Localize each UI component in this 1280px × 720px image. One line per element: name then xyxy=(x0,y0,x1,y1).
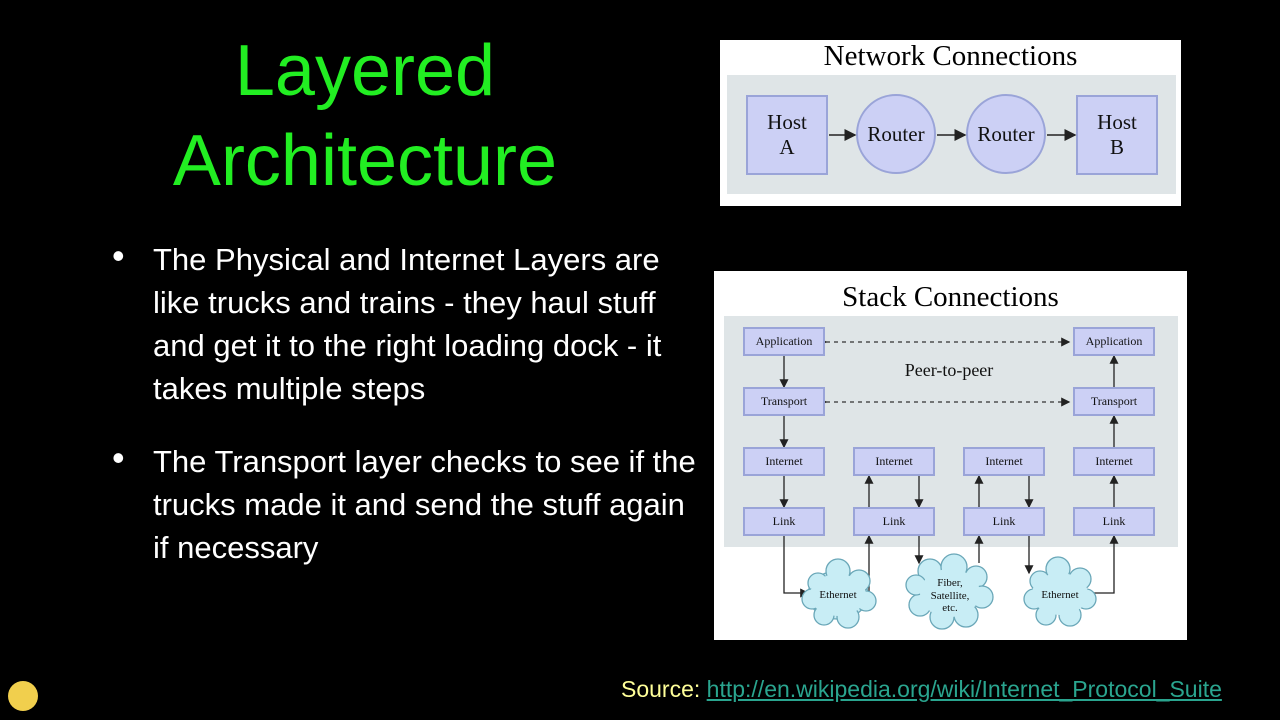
ethernet-label-right: Ethernet xyxy=(1041,589,1078,601)
link-box-1: Link xyxy=(743,507,825,536)
peer-to-peer-label: Peer-to-peer xyxy=(904,360,994,380)
bullet-list: • The Physical and Internet Layers are l… xyxy=(112,235,702,599)
network-connections-figure: Network Connections Host A Router Router… xyxy=(720,40,1181,206)
stack-diagram: Ethernet Fiber, Satellite, etc. Ethernet xyxy=(779,337,1119,630)
host-b-box: Host B xyxy=(1076,95,1158,175)
transport-box-right: Transport xyxy=(1073,387,1155,416)
internet-label-4: Internet xyxy=(1095,454,1133,468)
ethernet-label-left: Ethernet xyxy=(819,589,856,601)
arrow-link-to-ethernet-left xyxy=(783,536,810,598)
bullet-item: • The Transport layer checks to see if t… xyxy=(112,437,702,569)
link-label-1: Link xyxy=(772,514,796,528)
router-1-circle: Router xyxy=(856,94,936,174)
bullet-item: • The Physical and Internet Layers are l… xyxy=(112,235,702,410)
bullet-text: The Physical and Internet Layers are lik… xyxy=(153,242,662,406)
fiber-label-line-3: etc. xyxy=(942,602,958,614)
bullet-marker: • xyxy=(112,235,125,276)
internet-box-1: Internet xyxy=(743,447,825,476)
stack-figure-title: Stack Connections xyxy=(842,281,1059,313)
transport-label-left: Transport xyxy=(760,394,808,408)
application-box-left: Application xyxy=(743,327,825,356)
router-2-label: Router xyxy=(977,121,1035,146)
router-2-circle: Router xyxy=(966,94,1046,174)
link-box-4: Link xyxy=(1073,507,1155,536)
source-label: Source: xyxy=(621,676,707,702)
slide-title-line-2: Architecture xyxy=(172,121,558,201)
router-1-label: Router xyxy=(867,121,925,146)
fiber-cloud-middle xyxy=(905,553,994,630)
bullet-text: The Transport layer checks to see if the… xyxy=(153,444,696,565)
transport-label-right: Transport xyxy=(1090,394,1138,408)
internet-label-1: Internet xyxy=(765,454,803,468)
slide-title-line-1: Layered xyxy=(234,31,496,111)
internet-box-4: Internet xyxy=(1073,447,1155,476)
transport-box-left: Transport xyxy=(743,387,825,416)
network-figure-title: Network Connections xyxy=(823,40,1078,72)
ethernet-cloud-left xyxy=(801,558,877,629)
link-box-3: Link xyxy=(963,507,1045,536)
fiber-label-line-2: Satellite, xyxy=(931,590,970,602)
application-label-right: Application xyxy=(1085,334,1143,348)
source-link[interactable]: http://en.wikipedia.org/wiki/Internet_Pr… xyxy=(706,676,1222,702)
link-label-4: Link xyxy=(1102,514,1126,528)
application-box-right: Application xyxy=(1073,327,1155,356)
slide-title: Layered Architecture xyxy=(110,26,620,206)
fiber-label-line-1: Fiber, xyxy=(937,577,963,589)
link-label-3: Link xyxy=(992,514,1016,528)
host-a-label: Host A xyxy=(767,110,807,159)
host-b-label: Host B xyxy=(1097,110,1137,159)
link-label-2: Link xyxy=(882,514,906,528)
host-a-box: Host A xyxy=(746,95,828,175)
ethernet-cloud-right xyxy=(1023,556,1097,627)
internet-label-3: Internet xyxy=(985,454,1023,468)
bullet-marker: • xyxy=(112,437,125,478)
arrow-ethernet-to-link-right xyxy=(1086,534,1119,594)
internet-box-3: Internet xyxy=(963,447,1045,476)
link-box-2: Link xyxy=(853,507,935,536)
slide-corner-button[interactable] xyxy=(8,681,38,711)
application-label-left: Application xyxy=(755,334,813,348)
internet-label-2: Internet xyxy=(875,454,913,468)
internet-box-2: Internet xyxy=(853,447,935,476)
source-citation: Source: http://en.wikipedia.org/wiki/Int… xyxy=(621,676,1222,703)
stack-connections-figure: Stack Connections xyxy=(714,271,1187,640)
network-arrows xyxy=(829,129,1077,141)
